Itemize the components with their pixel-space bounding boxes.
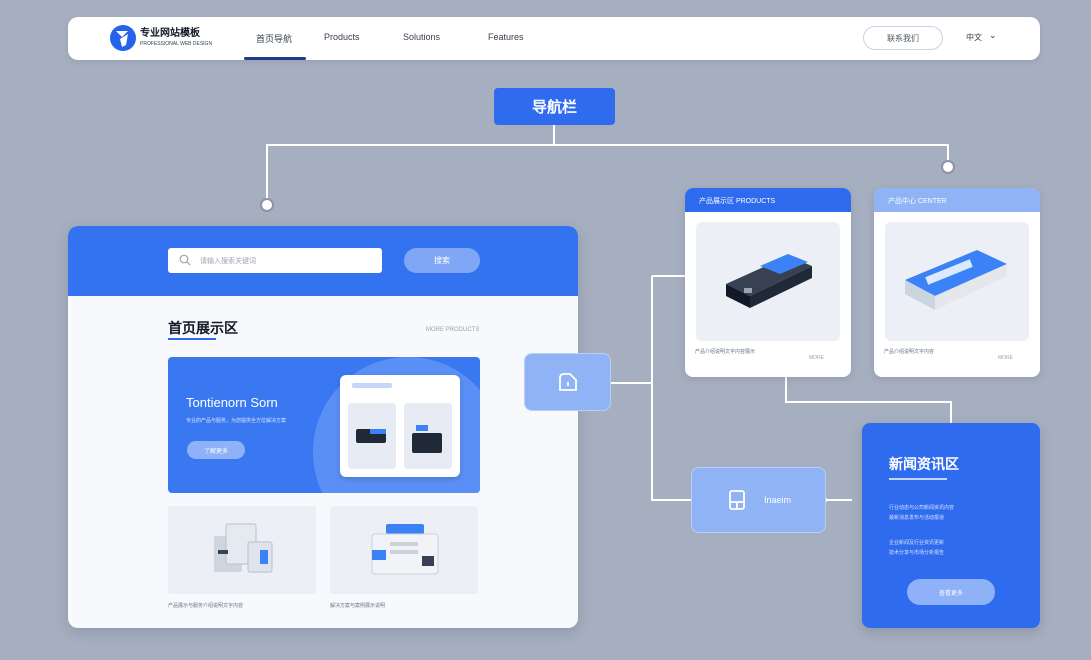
product-card-header: 产品展示区 PRODUCTS: [685, 188, 851, 212]
news-item[interactable]: 最新消息发布与活动报道: [889, 515, 945, 521]
home-panel: 请输入搜索关键词 搜索 首页展示区 MORE PRODUCTS Tontieno…: [68, 226, 578, 628]
contact-button[interactable]: 联系我们: [863, 26, 943, 50]
title-underline: [889, 478, 947, 480]
dashboard-illustration: [371, 524, 439, 575]
hero-title: Tontienorn Sorn: [186, 395, 278, 410]
card-caption: 产品展示与服务介绍说明文字内容: [168, 603, 244, 609]
news-more-button[interactable]: 查看更多: [907, 579, 995, 605]
card-header-bar: [352, 383, 392, 388]
card-caption: 解决方案与案例展示说明: [330, 603, 386, 609]
product-card[interactable]: 产品展示区 PRODUCTS 产品介绍说明文字内容展示 MORE: [685, 188, 851, 377]
news-panel: 新闻资讯区 行业动态与公司新闻资讯内容 最新消息发布与活动报道 企业新闻及行业资…: [862, 423, 1040, 628]
search-input[interactable]: 请输入搜索关键词: [168, 248, 382, 273]
device-image: [404, 403, 452, 469]
nav-item-solutions[interactable]: Solutions: [403, 32, 441, 42]
folder-icon: [558, 373, 577, 391]
product-card-title: 产品展示区 PRODUCTS: [699, 198, 776, 205]
logo-text: 专业网站模板: [140, 28, 200, 39]
more-link[interactable]: MORE PRODUCTS: [426, 327, 480, 333]
product-more-link[interactable]: MORE: [809, 355, 824, 361]
feature-card[interactable]: [330, 506, 478, 594]
product-image: [885, 222, 1029, 341]
home-header: 请输入搜索关键词 搜索: [68, 226, 578, 296]
device-image: [348, 403, 396, 469]
news-item[interactable]: 行业动态与公司新闻资讯内容: [889, 505, 955, 511]
chevron-down-icon[interactable]: ⌄: [989, 30, 997, 40]
product-caption: 产品介绍说明文字内容展示: [695, 349, 756, 355]
product-caption: 产品介绍说明文字内容: [884, 349, 935, 355]
hero-product-card: [340, 375, 460, 477]
language-selector[interactable]: 中文: [966, 33, 982, 42]
search-icon: [179, 254, 191, 266]
hero-button[interactable]: 了解更多: [187, 441, 245, 459]
product-image: [696, 222, 840, 341]
nav-item-features[interactable]: Features: [488, 32, 524, 42]
connector-node: [691, 467, 826, 533]
news-title: 新闻资讯区: [889, 456, 959, 472]
hero-banner: Tontienorn Sorn 专业的产品与服务，为您提供全方位解决方案 了解更…: [168, 357, 480, 493]
logo-subtitle: PROFESSIONAL WEB DESIGN: [140, 41, 213, 47]
server-illustration: [214, 523, 273, 573]
section-title: 首页展示区: [168, 320, 238, 336]
logo-icon: [110, 25, 136, 51]
product-card[interactable]: 产品中心 CENTER 产品介绍说明文字内容 MORE: [874, 188, 1040, 377]
navbar-label: 导航栏: [494, 88, 615, 125]
search-button[interactable]: 搜索: [404, 248, 480, 273]
connector-node: [524, 353, 611, 411]
product-more-link[interactable]: MORE: [998, 355, 1013, 361]
document-icon: [728, 490, 745, 510]
search-placeholder: 请输入搜索关键词: [200, 258, 256, 265]
feature-card[interactable]: [168, 506, 316, 594]
nav-active-indicator: [244, 57, 306, 60]
nav-item-products[interactable]: Products: [324, 32, 360, 42]
news-item[interactable]: 技术分享与市场分析报告: [889, 550, 945, 556]
news-item[interactable]: 企业新闻及行业资讯更新: [889, 540, 945, 546]
product-card-header: 产品中心 CENTER: [874, 188, 1040, 212]
hero-description: 专业的产品与服务，为您提供全方位解决方案: [186, 418, 287, 424]
nav-item-home[interactable]: 首页导航: [256, 34, 293, 44]
title-underline: [168, 338, 216, 340]
top-navbar: 专业网站模板 PROFESSIONAL WEB DESIGN 首页导航 Prod…: [68, 17, 1040, 60]
node-label: Inaeim: [764, 495, 792, 505]
product-card-title: 产品中心 CENTER: [888, 198, 947, 205]
